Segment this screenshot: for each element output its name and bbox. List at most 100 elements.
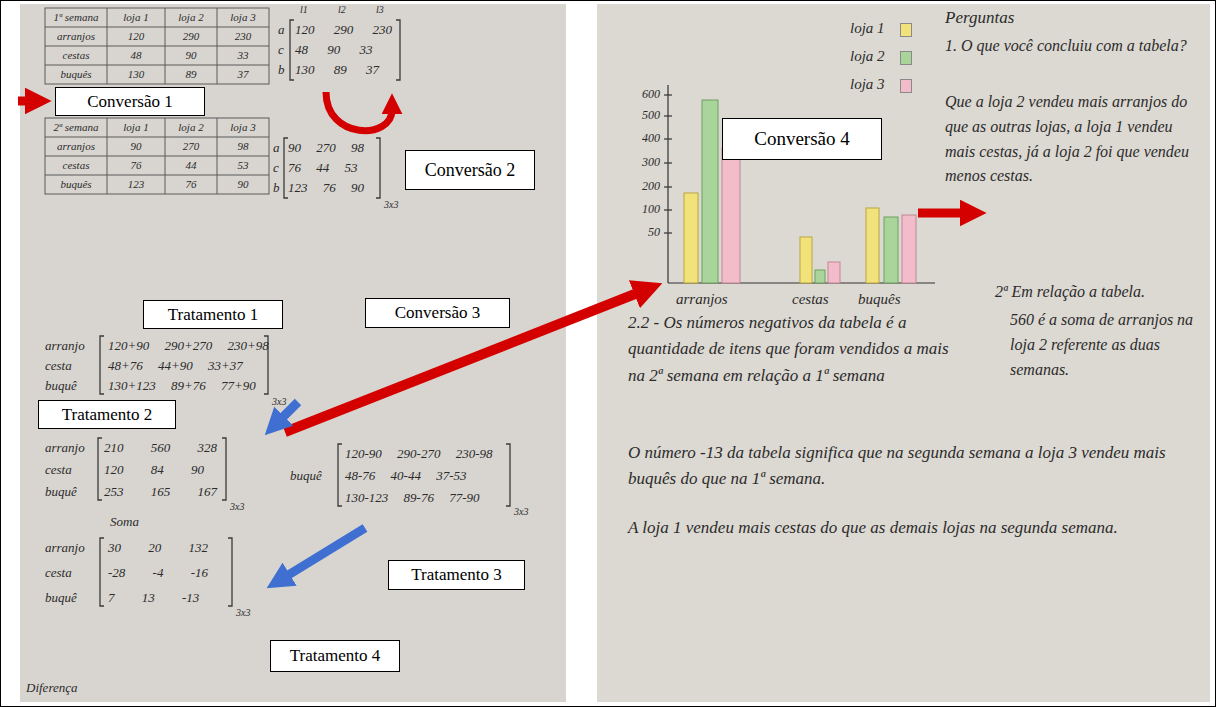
table-cell: 290 [165,30,217,43]
box-label: Tratamento 1 [168,305,259,325]
axis-value: 200 [626,179,660,193]
table-cell: 90 [165,49,217,62]
table-cell: 76 [165,178,217,191]
category-label: buquês [858,290,901,308]
matrix-row: 48-76 40-44 37-53 [345,468,467,484]
table-cell: cestas [45,49,107,62]
axis-value: 400 [626,131,660,145]
matrix-row: 90 270 98 [288,140,364,156]
label-box: Conversão 1 [55,87,205,116]
table-cell: 130 [107,68,165,81]
matrix-order: 3x3 [272,396,286,408]
table-cell: loja 3 [217,121,269,134]
handwritten-note: 2ª Em relação a tabela. [995,280,1200,305]
row-label: c [278,42,284,58]
table-cell: 90 [217,178,269,191]
matrix-row: 120 290 230 [295,22,392,38]
handwritten-note: 1. O que você concluiu com a tabela? [945,34,1200,59]
category-label: cestas [792,290,829,308]
row-label: buquê [45,378,77,394]
legend-text: loja 3 [850,76,885,93]
table-cell: cestas [45,159,107,172]
legend-swatch [900,23,912,37]
row-label: arranjo [45,540,85,556]
box-label: Tratamento 3 [411,565,502,585]
matrix-order: 3x3 [236,607,250,619]
matrix-row: 76 44 53 [288,160,358,176]
table-cell: loja 2 [165,11,217,24]
matrix-row: 130-123 89-76 77-90 [345,490,480,506]
table-cell: loja 2 [165,121,217,134]
handwritten-note: A loja 1 vendeu mais cestas do que as de… [628,515,1198,541]
axis-value: 50 [626,225,660,239]
handwritten-note: Que a loja 2 vendeu mais arranjos do que… [945,90,1200,189]
column-header: l3 [376,4,384,16]
row-label: cesta [45,462,72,478]
handwritten-note: O número -13 da tabela significa que na … [628,440,1198,493]
matrix-order: 3x3 [514,506,528,518]
table-cell: 90 [107,140,165,153]
table-cell: loja 1 [107,121,165,134]
table-cell: 44 [165,159,217,172]
column-header: l1 [300,4,308,16]
table-cell: 53 [217,159,269,172]
table-cell: 270 [165,140,217,153]
matrix-row: 123 76 90 [288,180,364,196]
table-cell: buquês [45,178,107,191]
row-label: arranjo [45,338,85,354]
matrix-row: 210 560 328 [104,440,217,456]
label-box: Tratamento 1 [143,300,283,329]
row-label: buquê [290,468,322,484]
matrix-row: 253 165 167 [104,484,217,500]
table-cell: 120 [107,30,165,43]
matrix-order: 3x3 [384,199,398,211]
row-label: Diferença [26,680,78,696]
table-cell: arranjos [45,140,107,153]
label-box: Tratamento 2 [38,400,176,429]
box-label: Tratamento 4 [290,646,381,666]
table-cell: 89 [165,68,217,81]
table-cell: buquês [45,68,107,81]
row-label: b [273,180,280,196]
axis-value: 500 [626,108,660,122]
row-label: arranjo [45,440,85,456]
matrix-row: 7 13 -13 [108,590,199,606]
matrix-row: 120+90 290+270 230+98 [108,338,269,354]
matrix-row: 130 89 37 [295,62,379,78]
table-cell: 76 [107,159,165,172]
matrix-row: 48 90 33 [295,42,373,58]
row-label: buquê [45,484,77,500]
label-box: Conversão 2 [405,150,535,190]
row-label: b [278,62,285,78]
box-label: Conversão 3 [395,303,480,323]
row-label: cesta [45,358,72,374]
table-cell: 98 [217,140,269,153]
table-cell: 123 [107,178,165,191]
table-cell: loja 3 [217,11,269,24]
table-cell: loja 1 [107,11,165,24]
legend-text: loja 2 [850,48,885,65]
label-box: Tratamento 4 [270,640,400,672]
handwritten-note: 560 é a soma de arranjos na loja 2 refer… [1010,308,1200,382]
legend-swatch [900,51,912,65]
table-cell: 37 [217,68,269,81]
matrix-row: -28 -4 -16 [108,565,208,581]
box-label: Conversão 4 [754,128,850,150]
matrix-row: 120 84 90 [104,462,204,478]
category-label: arranjos [676,290,728,308]
axis-value: 100 [626,202,660,216]
axis-value: 600 [626,87,660,101]
label-box: Tratamento 3 [388,560,525,590]
row-label: a [278,22,285,38]
column-header: l2 [338,4,346,16]
table-cell: 33 [217,49,269,62]
row-label: buquê [45,590,77,606]
axis-value: 300 [626,155,660,169]
box-label: Conversão 2 [425,160,515,181]
label-box: Conversão 3 [365,298,510,328]
matrix-row: 48+76 44+90 33+37 [108,358,243,374]
legend-text: loja 1 [850,20,885,37]
legend-swatch [900,79,912,93]
